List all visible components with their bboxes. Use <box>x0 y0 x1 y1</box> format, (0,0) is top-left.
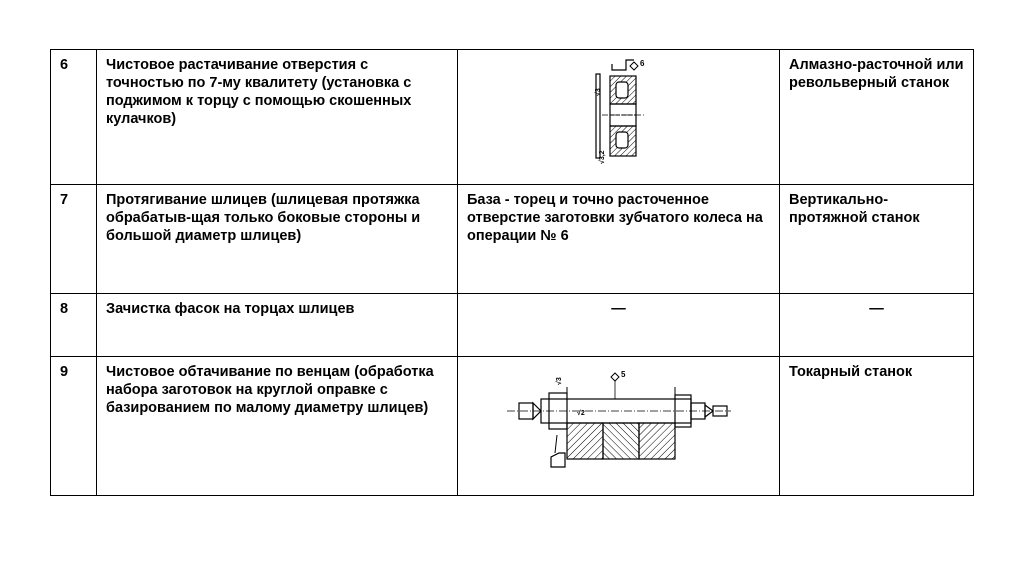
table-row: 8 Зачистка фасок на торцах шлицев — — <box>50 293 974 357</box>
operation-sketch-cell: 5 √3 √2 <box>457 356 780 496</box>
operation-description: Чистовое растачивание отверстия с точнос… <box>96 49 458 185</box>
operation-base: База - торец и точно расточенное отверст… <box>457 184 780 294</box>
sketch-label: 5 <box>621 370 626 379</box>
operation-description: Зачистка фасок на торцах шлицев <box>96 293 458 357</box>
table-row: 7 Протягивание шлицев (шлицевая протяжка… <box>50 184 974 294</box>
sketch-label: √2 <box>577 409 585 417</box>
sketch-label: √3 <box>555 377 563 385</box>
machine-type: Вертикально-протяжной станок <box>779 184 974 294</box>
machine-type: Алмазно-расточной или револьверный стано… <box>779 49 974 185</box>
operation-number: 6 <box>50 49 97 185</box>
sketch-label: √3,2 <box>598 150 606 164</box>
table-row: 6 Чистовое растачивание отверстия с точн… <box>50 49 974 185</box>
table-row: 9 Чистовое обтачивание по венцам (обрабо… <box>50 356 974 496</box>
operations-table: 6 Чистовое растачивание отверстия с точн… <box>50 49 974 496</box>
sketch-label: 6 <box>640 59 645 68</box>
operation-base: — <box>457 293 780 357</box>
machine-type: Токарный станок <box>779 356 974 496</box>
boring-setup-sketch: 6 √3 √3,2 <box>594 59 645 164</box>
operation-description: Чистовое обтачивание по венцам (обработк… <box>96 356 458 496</box>
sketch-label: √3 <box>594 88 602 96</box>
turning-mandrel-sketch: 5 √3 √2 <box>506 370 731 468</box>
operation-number: 8 <box>50 293 97 357</box>
operation-sketch-cell: 6 √3 √3,2 <box>457 49 780 185</box>
operation-description: Протягивание шлицев (шлицевая протяжка о… <box>96 184 458 294</box>
machine-type: — <box>779 293 974 357</box>
operation-number: 9 <box>50 356 97 496</box>
operation-number: 7 <box>50 184 97 294</box>
